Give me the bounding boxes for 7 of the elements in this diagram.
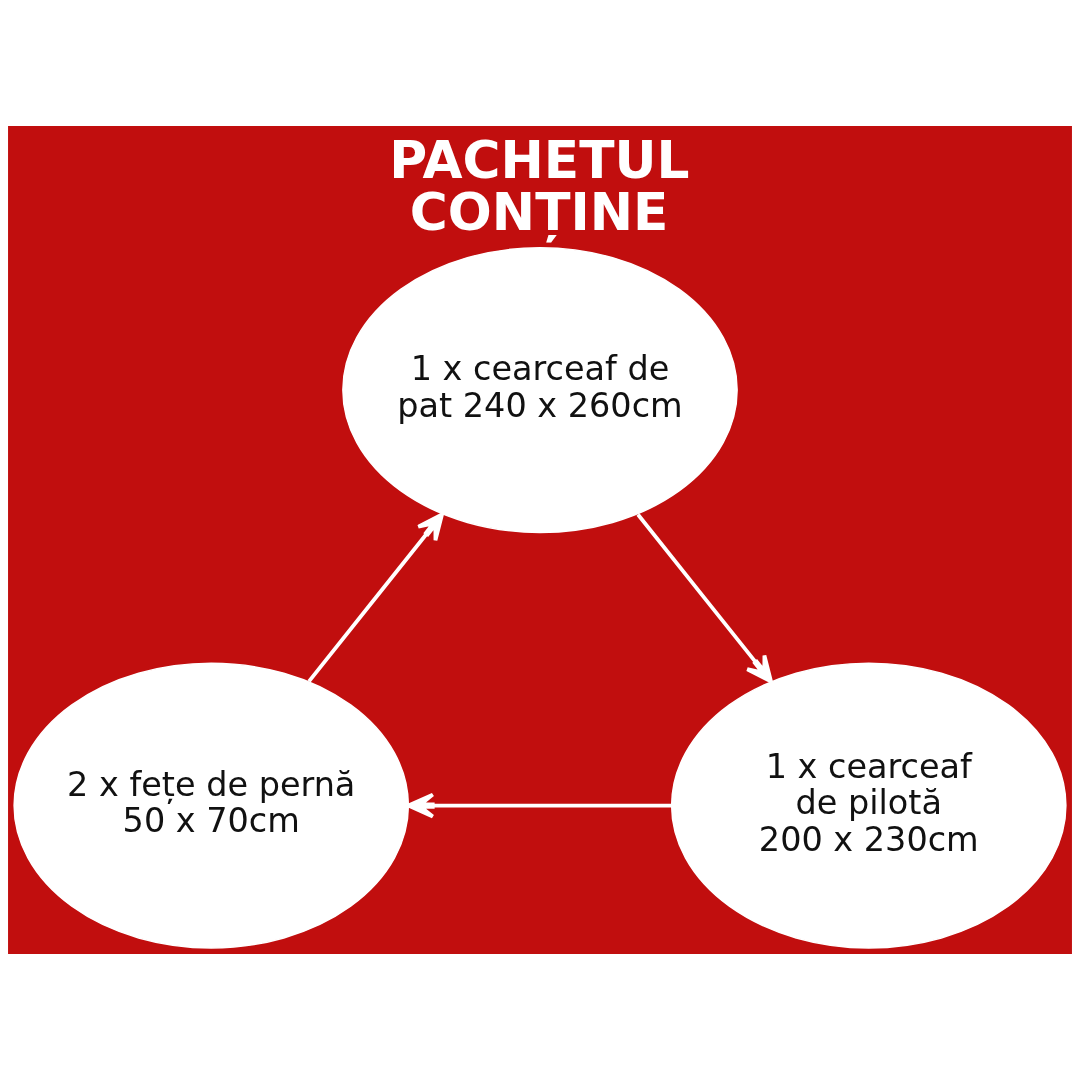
node-ellipse: 1 x cearceaf de pilotă 200 x 230cm xyxy=(670,662,1067,949)
arrow xyxy=(307,512,444,683)
node-ellipse: 1 x cearceaf de pat 240 x 260cm xyxy=(342,247,738,534)
diagram-title: PACHETUL CONȚINE xyxy=(389,130,690,242)
node-ellipse: 2 x fețe de pernă 50 x 70cm xyxy=(13,662,410,949)
arrow xyxy=(406,792,672,819)
arrow xyxy=(636,513,773,684)
